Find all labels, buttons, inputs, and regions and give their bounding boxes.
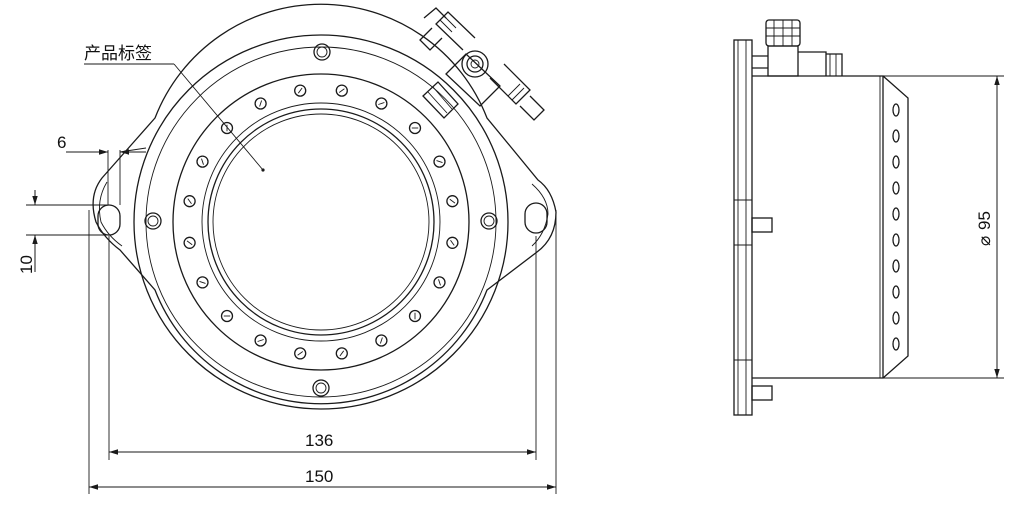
side-pin-middle <box>751 217 773 233</box>
bolt-hole-mark <box>438 279 441 286</box>
bolt-hole-mark <box>259 100 263 107</box>
bolt-hole-mark <box>449 198 456 204</box>
bolt-hole <box>335 84 348 97</box>
side-pin-bottom <box>751 385 773 401</box>
bolt-hole <box>446 236 459 249</box>
bolt-ring-outer <box>172 73 470 371</box>
bolt-hole-mark <box>379 337 383 344</box>
dim-diameter: 95 <box>975 211 994 230</box>
bolt-hole <box>294 347 307 360</box>
bolt-holes <box>183 84 459 360</box>
outer-hole-bottom <box>312 379 330 397</box>
outer-hole-bottom-inner <box>315 382 327 394</box>
vent-slot <box>892 181 900 195</box>
bolt-hole <box>335 347 348 360</box>
bolt-hole <box>375 97 388 110</box>
bolt-hole <box>433 155 446 168</box>
outer-hole-left-inner <box>147 215 159 227</box>
bolt-hole <box>254 97 267 110</box>
label-leader-diagonal <box>173 63 264 171</box>
side-window-cap <box>882 75 909 379</box>
vent-slot <box>892 337 900 351</box>
vent-slot <box>892 311 900 325</box>
vent-slot <box>892 285 900 299</box>
vent-slot <box>892 129 900 143</box>
bolt-hole <box>433 276 446 289</box>
flange-edge-right <box>531 183 549 247</box>
bolt-hole-mark <box>338 88 345 93</box>
outer-hole-top-inner <box>316 46 328 58</box>
bolt-hole <box>196 155 209 168</box>
bolt-hole-mark <box>297 87 303 94</box>
bolt-hole-mark <box>339 350 345 357</box>
vent-slot <box>892 259 900 273</box>
vent-slot <box>892 103 900 117</box>
air-fitting-side <box>752 19 843 77</box>
side-flange-plate <box>733 39 753 416</box>
bolt-hole-mark <box>297 351 304 356</box>
window-outer <box>207 108 435 336</box>
mounting-slot-left <box>97 204 121 236</box>
bolt-hole <box>183 195 196 208</box>
side-vent-slots <box>892 103 900 351</box>
bolt-hole <box>220 121 234 135</box>
bolt-hole <box>254 334 267 347</box>
dim-overall-width: 150 <box>305 467 333 486</box>
bolt-ring-inner <box>201 102 441 342</box>
bolt-hole <box>408 309 422 323</box>
side-body <box>752 75 884 379</box>
diameter-symbol: ⌀ <box>975 236 994 246</box>
label-leader-dot <box>261 168 265 172</box>
bolt-hole <box>183 236 196 249</box>
window-inner <box>212 113 430 331</box>
flange-edge <box>99 181 123 247</box>
bolt-hole-mark <box>199 280 206 284</box>
bolt-hole-mark <box>450 239 455 246</box>
air-fitting-front <box>419 7 545 121</box>
bolt-hole <box>375 334 388 347</box>
bolt-hole <box>408 121 422 135</box>
mounting-slot-right <box>524 202 548 234</box>
dim-slot-width: 6 <box>57 133 66 152</box>
flange-outline <box>92 3 557 405</box>
bolt-hole-mark <box>436 160 443 164</box>
dim-diameter-group: ⌀ 95 <box>975 211 994 246</box>
vent-slot <box>892 155 900 169</box>
front-view: 产品标签 6 10 136 150 <box>17 3 557 494</box>
bolt-hole-mark <box>186 240 193 246</box>
dim-hole-spacing: 136 <box>305 431 333 450</box>
bolt-hole-mark <box>378 102 385 105</box>
outer-hole-right <box>480 212 498 230</box>
product-label-callout: 产品标签 <box>84 44 152 64</box>
outer-hole-left <box>144 212 162 230</box>
side-view: ⌀ 95 <box>733 19 1004 416</box>
outer-hole-right-inner <box>483 215 495 227</box>
dim-slot-height: 10 <box>17 255 36 274</box>
vent-slot <box>892 207 900 221</box>
outer-housing-circle <box>133 34 509 410</box>
outer-hole-top <box>313 43 331 61</box>
bolt-hole-mark <box>187 198 192 205</box>
bolt-hole <box>446 195 459 208</box>
dim-slot-width-tail <box>119 147 147 153</box>
bolt-hole-mark <box>201 158 204 165</box>
bolt-hole <box>220 309 234 323</box>
bolt-hole-mark <box>257 339 264 342</box>
bolt-hole <box>196 276 209 289</box>
vent-slot <box>892 233 900 247</box>
bolt-hole <box>294 84 307 97</box>
